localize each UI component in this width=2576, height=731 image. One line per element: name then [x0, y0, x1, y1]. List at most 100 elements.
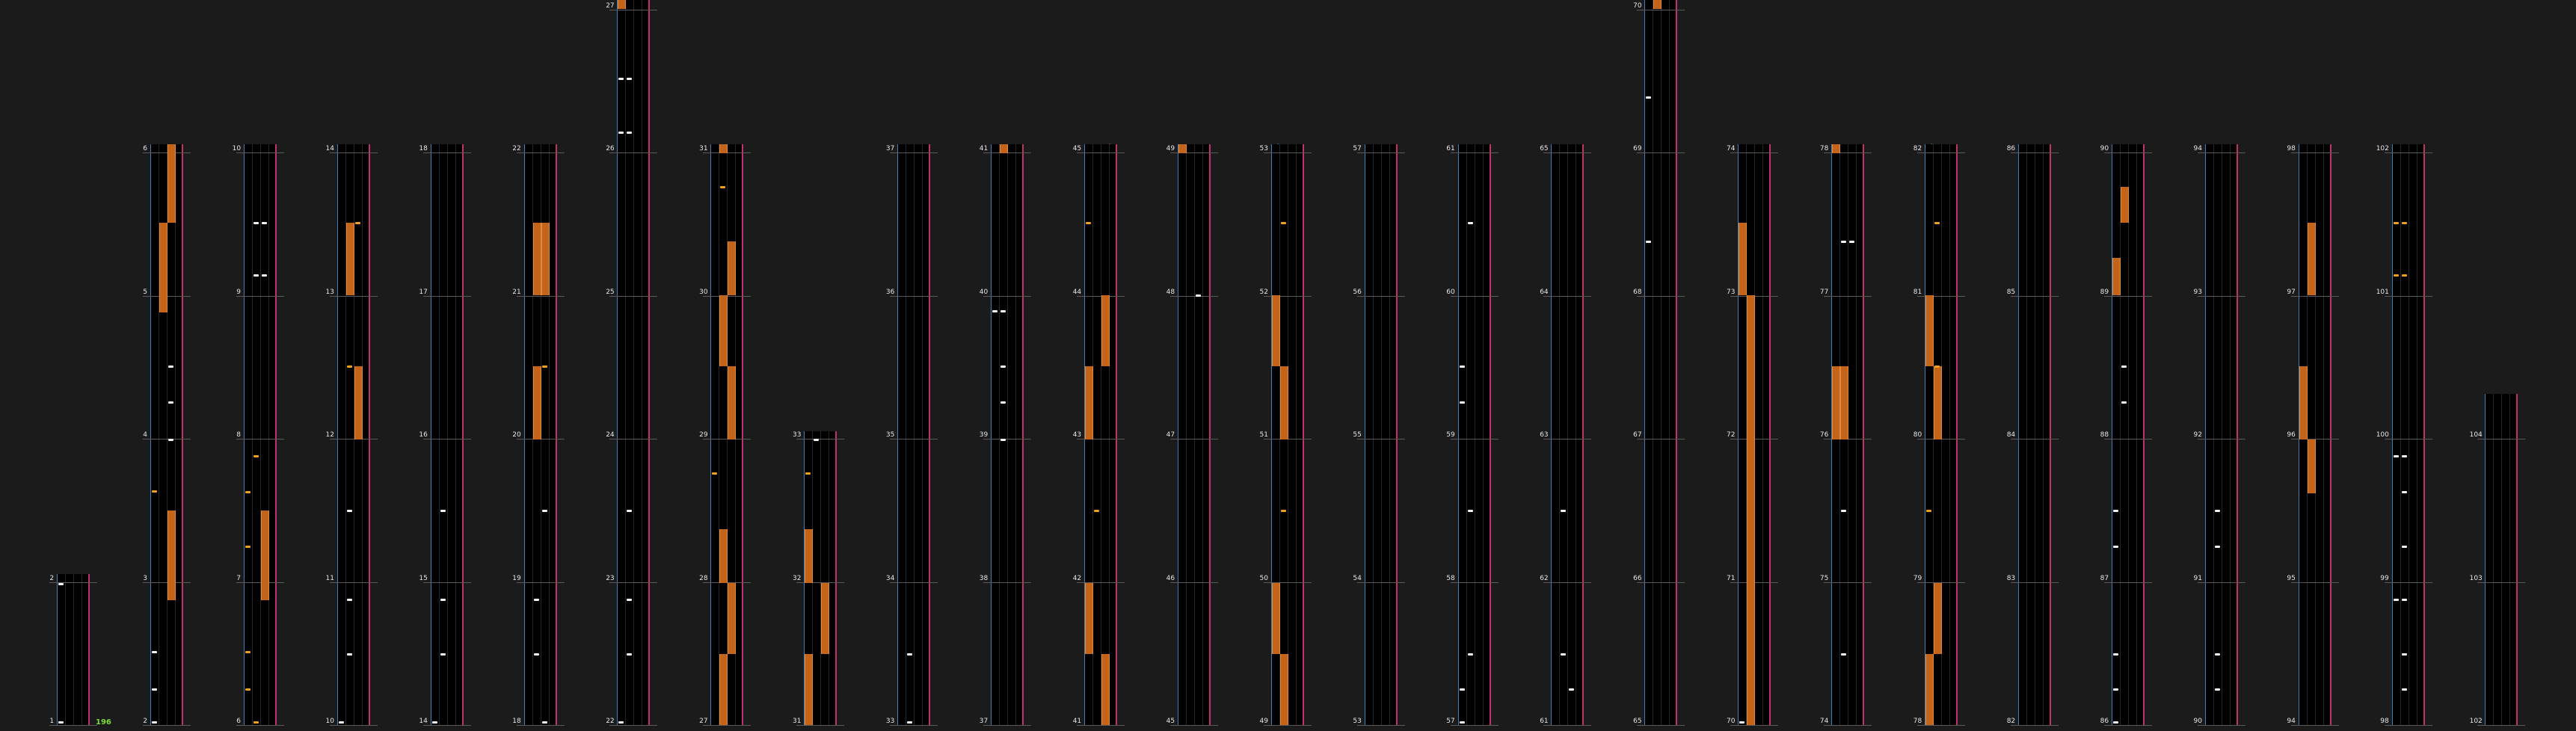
hold-note[interactable] — [1084, 583, 1093, 654]
hold-note[interactable] — [1271, 583, 1280, 654]
lane-column[interactable] — [430, 144, 464, 725]
tap-note[interactable] — [618, 78, 624, 80]
tap-note[interactable] — [1280, 510, 1286, 512]
tap-note[interactable] — [1646, 96, 1652, 99]
tap-note[interactable] — [245, 491, 250, 493]
hold-note[interactable] — [1739, 223, 1747, 295]
tap-note[interactable] — [1000, 401, 1006, 404]
tap-note[interactable] — [1561, 510, 1567, 512]
lane-column[interactable] — [2111, 144, 2145, 725]
tap-note[interactable] — [1000, 439, 1006, 441]
hold-note[interactable] — [805, 654, 814, 725]
hold-note[interactable] — [719, 295, 728, 366]
hold-note[interactable] — [345, 223, 354, 295]
tap-note[interactable] — [151, 721, 157, 724]
tap-note[interactable] — [253, 222, 259, 224]
hold-note[interactable] — [1653, 0, 1662, 9]
lane-column[interactable] — [2017, 144, 2051, 725]
tap-note[interactable] — [2214, 653, 2220, 656]
hold-note[interactable] — [1000, 144, 1008, 153]
tap-note[interactable] — [261, 274, 267, 277]
tap-note[interactable] — [992, 310, 997, 312]
tap-note[interactable] — [541, 510, 547, 512]
tap-note[interactable] — [1459, 688, 1465, 691]
hold-note[interactable] — [167, 144, 176, 223]
hold-note[interactable] — [719, 144, 728, 153]
tap-note[interactable] — [1569, 688, 1575, 691]
tap-note[interactable] — [2112, 546, 2118, 548]
tap-note[interactable] — [2401, 274, 2407, 277]
tap-note[interactable] — [261, 222, 267, 224]
tap-note[interactable] — [1459, 401, 1465, 404]
tap-note[interactable] — [1467, 653, 1473, 656]
hold-note[interactable] — [1084, 366, 1093, 439]
hold-note[interactable] — [167, 511, 176, 600]
tap-note[interactable] — [1841, 241, 1847, 243]
tap-note[interactable] — [346, 599, 352, 601]
tap-note[interactable] — [431, 721, 437, 724]
tap-note[interactable] — [1085, 222, 1091, 224]
lane-column[interactable] — [57, 574, 90, 725]
hold-note[interactable] — [1840, 366, 1849, 439]
hold-note[interactable] — [1279, 366, 1288, 439]
tap-note[interactable] — [346, 653, 352, 656]
tap-note[interactable] — [2401, 222, 2407, 224]
tap-note[interactable] — [1849, 241, 1855, 243]
tap-note[interactable] — [1459, 366, 1465, 368]
hold-note[interactable] — [1934, 366, 1942, 439]
tap-note[interactable] — [2401, 653, 2407, 656]
tap-note[interactable] — [541, 366, 547, 368]
hold-note[interactable] — [1832, 366, 1841, 439]
lane-column[interactable] — [710, 144, 744, 725]
hold-note[interactable] — [2120, 187, 2129, 223]
tap-note[interactable] — [2112, 688, 2118, 691]
tap-note[interactable] — [2393, 599, 2399, 601]
tap-note[interactable] — [805, 472, 811, 475]
tap-note[interactable] — [2112, 653, 2118, 656]
tap-note[interactable] — [907, 721, 913, 724]
lane-column[interactable] — [2485, 394, 2518, 725]
tap-note[interactable] — [2393, 222, 2399, 224]
hold-note[interactable] — [1925, 654, 1934, 725]
tap-note[interactable] — [1280, 222, 1286, 224]
tap-note[interactable] — [440, 599, 446, 601]
lane-column[interactable] — [1644, 0, 1678, 725]
tap-note[interactable] — [1561, 653, 1567, 656]
tap-note[interactable] — [346, 510, 352, 512]
hold-note[interactable] — [1101, 295, 1110, 366]
hold-note[interactable] — [1925, 295, 1934, 366]
hold-note[interactable] — [2307, 439, 2316, 493]
tap-note[interactable] — [2393, 274, 2399, 277]
tap-note[interactable] — [338, 721, 344, 724]
tap-note[interactable] — [253, 721, 259, 724]
hold-note[interactable] — [728, 583, 737, 654]
tap-note[interactable] — [1646, 241, 1652, 243]
tap-note[interactable] — [618, 132, 624, 134]
hold-note[interactable] — [2299, 366, 2308, 439]
tap-note[interactable] — [1926, 510, 1931, 512]
tap-note[interactable] — [151, 651, 157, 653]
tap-note[interactable] — [245, 651, 250, 653]
hold-note[interactable] — [719, 654, 728, 725]
tap-note[interactable] — [627, 510, 633, 512]
hold-note[interactable] — [1832, 144, 1841, 153]
tap-note[interactable] — [253, 274, 259, 277]
hold-note[interactable] — [159, 223, 167, 312]
hold-note[interactable] — [1279, 654, 1288, 725]
tap-note[interactable] — [58, 583, 64, 585]
tap-note[interactable] — [2214, 546, 2220, 548]
lane-column[interactable] — [617, 0, 651, 725]
hold-note[interactable] — [719, 529, 728, 583]
tap-note[interactable] — [1000, 310, 1006, 312]
lane-column[interactable] — [243, 144, 277, 725]
tap-note[interactable] — [2214, 688, 2220, 691]
tap-note[interactable] — [814, 439, 820, 441]
lane-column[interactable] — [991, 144, 1024, 725]
tap-note[interactable] — [2112, 721, 2118, 724]
tap-note[interactable] — [533, 653, 539, 656]
hold-note[interactable] — [1271, 295, 1280, 366]
lane-column[interactable] — [1457, 144, 1491, 725]
hold-note[interactable] — [1178, 144, 1187, 153]
tap-note[interactable] — [627, 132, 633, 134]
tap-note[interactable] — [1093, 510, 1099, 512]
